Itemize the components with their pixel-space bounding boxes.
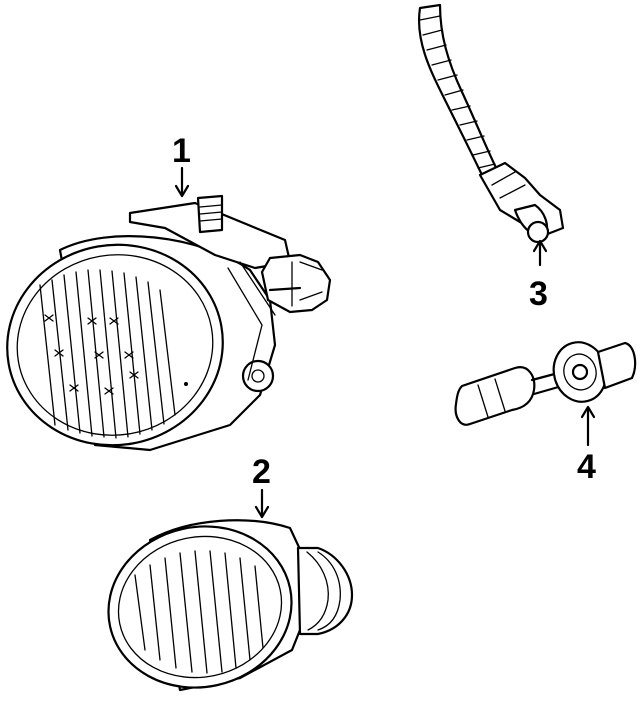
- callout-3: 3: [529, 275, 548, 313]
- lamp-lens-cover-icon[interactable]: [93, 510, 354, 705]
- callout-2: 2: [252, 453, 271, 491]
- callout-1: 1: [172, 132, 191, 170]
- bulb-icon[interactable]: [454, 336, 637, 426]
- wiring-harness-socket-icon[interactable]: [417, 3, 565, 244]
- fog-lamp-assembly-icon[interactable]: [0, 194, 332, 462]
- leader-lines: [174, 166, 596, 519]
- callout-4: 4: [577, 448, 596, 486]
